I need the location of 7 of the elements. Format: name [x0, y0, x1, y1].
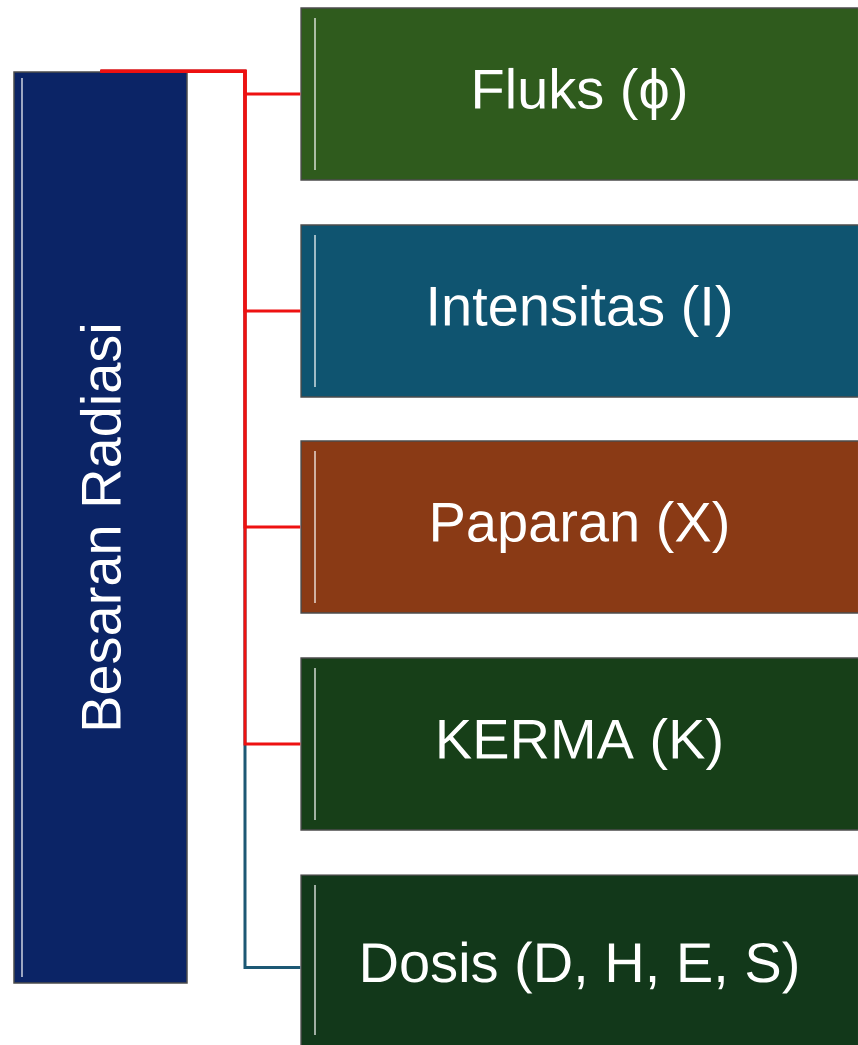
box: Intensitas (I): [300, 224, 858, 398]
box: Fluks (ϕ): [300, 7, 858, 181]
box: Dosis (D, H, E, S): [300, 874, 858, 1045]
box: KERMA (K): [300, 657, 858, 831]
connector-line: [100, 69, 301, 746]
box: Besaran Radiasi: [13, 71, 188, 984]
box: Paparan (X): [300, 440, 858, 614]
